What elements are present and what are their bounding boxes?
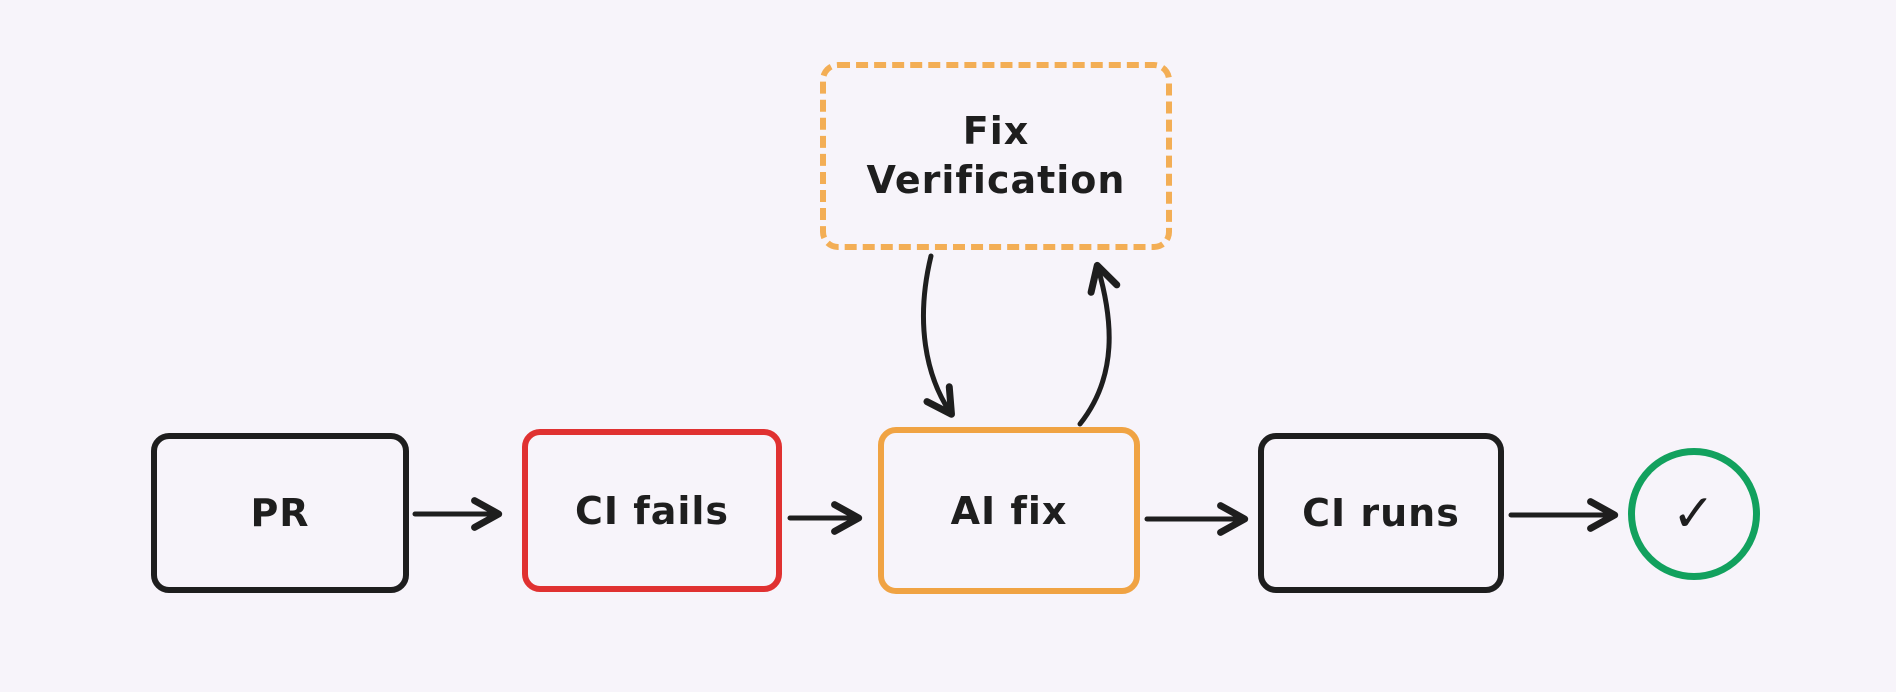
node-fix-verification-label: Fix Verification xyxy=(866,108,1126,202)
node-pr: PR xyxy=(151,433,409,593)
node-ci-fails: CI fails xyxy=(522,429,782,592)
node-success: ✓ xyxy=(1628,448,1760,580)
node-ci-runs: CI runs xyxy=(1258,433,1504,593)
node-ci-fails-label: CI fails xyxy=(574,488,730,533)
arrow-ai-fix-to-fix-verification xyxy=(1077,261,1121,427)
node-ai-fix: AI fix xyxy=(878,427,1140,594)
node-ci-runs-label: CI runs xyxy=(1302,491,1460,535)
node-fix-verification: Fix Verification xyxy=(820,62,1172,250)
node-pr-label: PR xyxy=(250,491,310,535)
checkmark-icon: ✓ xyxy=(1671,484,1717,544)
node-ai-fix-label: AI fix xyxy=(950,488,1068,533)
arrow-fix-verification-to-ai-fix xyxy=(920,253,955,418)
